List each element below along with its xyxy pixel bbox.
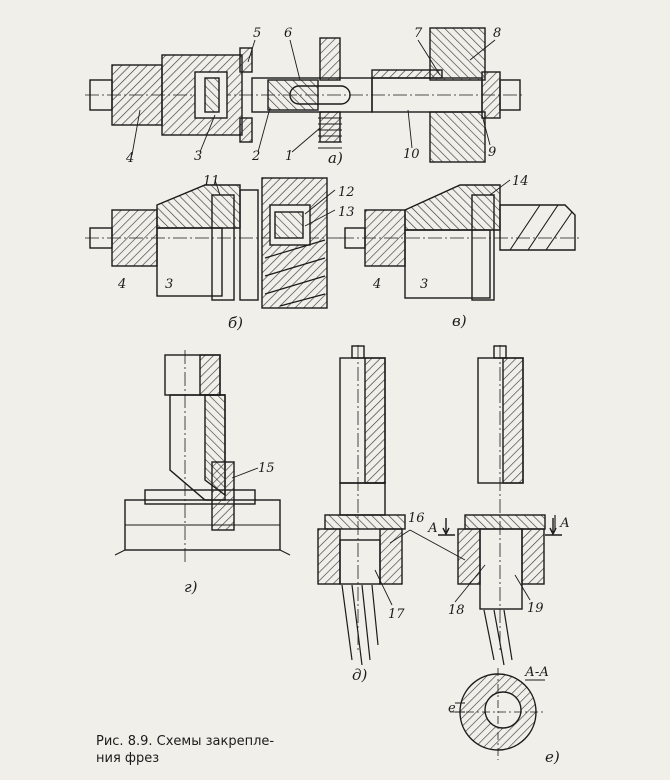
part-labels: 5 6 7 8 4 3 2 1 10 9 11 12 13 14 4 3 4 3…: [117, 26, 544, 622]
view-label-b: б): [228, 314, 243, 332]
view-g-drawing: [114, 350, 291, 565]
view-label-d: д): [352, 666, 368, 684]
part-label-4-v: 4: [372, 277, 381, 292]
part-label-17: 17: [388, 607, 405, 622]
offset-e-label: e: [448, 701, 456, 716]
view-label-g: г): [184, 578, 198, 596]
part-label-10: 10: [403, 147, 420, 162]
view-label-v: в): [452, 312, 467, 330]
part-label-3-v: 3: [420, 277, 428, 292]
part-label-9: 9: [488, 145, 496, 160]
view-d-right-drawing: [457, 345, 556, 666]
part-label-16: 16: [408, 511, 425, 526]
caption-line-1: Рис. 8.9. Схемы закрепле-: [96, 734, 275, 749]
part-label-11: 11: [203, 174, 220, 189]
part-label-12: 12: [338, 185, 355, 200]
part-label-4-b: 4: [117, 277, 126, 292]
part-label-3-b: 3: [165, 277, 173, 292]
caption-line-2: ния фрез: [96, 751, 160, 766]
part-label-4: 4: [125, 151, 134, 166]
part-label-15: 15: [258, 461, 275, 476]
part-label-13: 13: [338, 205, 355, 220]
view-d-left-drawing: [317, 345, 406, 666]
part-label-6: 6: [284, 26, 292, 41]
part-label-7: 7: [414, 26, 423, 41]
part-label-18: 18: [448, 603, 465, 618]
figure-caption: Рис. 8.9. Схемы закрепле- ния фрез: [96, 733, 286, 767]
view-label-e: е): [545, 748, 560, 766]
section-markers: [438, 518, 562, 681]
part-label-2: 2: [251, 149, 260, 164]
part-label-3: 3: [194, 149, 202, 164]
part-label-1: 1: [285, 149, 293, 164]
view-e-drawing: [450, 668, 546, 760]
section-aa-label: А-А: [524, 665, 549, 680]
section-marker-right: А: [559, 516, 570, 531]
view-a-drawing: [85, 27, 525, 163]
part-label-19: 19: [527, 601, 544, 616]
part-label-14: 14: [512, 174, 529, 189]
view-label-a: а): [328, 149, 343, 167]
part-label-8: 8: [493, 26, 501, 41]
leader-lines: [131, 39, 531, 606]
section-marker-left: А: [427, 521, 438, 536]
part-label-5: 5: [253, 26, 261, 41]
view-v-drawing: [340, 184, 580, 301]
view-b-drawing: [85, 177, 345, 309]
